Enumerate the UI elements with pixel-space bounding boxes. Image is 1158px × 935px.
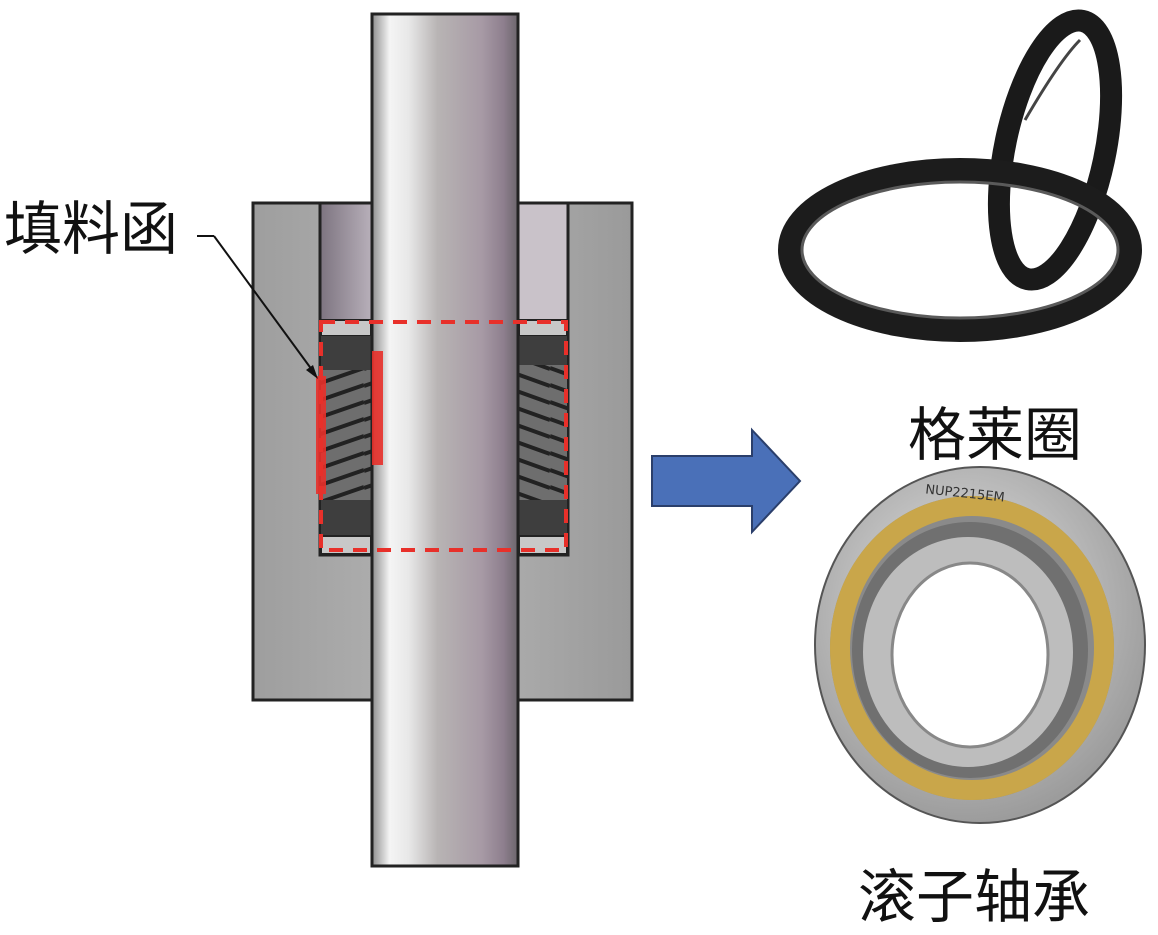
label-glyd-ring: 格莱圈 bbox=[908, 401, 1083, 469]
roller-bearing-image: NUP2215EM bbox=[814, 466, 1146, 824]
label-leader-arrow bbox=[197, 235, 318, 379]
glyd-ring-image bbox=[778, 9, 1142, 342]
packing-rings-right bbox=[518, 319, 568, 555]
label-roller-bearing: 滚子轴承 bbox=[858, 863, 1091, 931]
label-stuffing-box: 填料函 bbox=[4, 195, 179, 263]
highlight-bar-inner bbox=[372, 351, 383, 465]
highlight-bar-outer bbox=[316, 376, 326, 494]
right-arrow-icon bbox=[651, 427, 802, 535]
sealing-area-dashed-box bbox=[319, 320, 568, 552]
shaft bbox=[370, 12, 520, 868]
packing-rings-left bbox=[320, 319, 372, 555]
